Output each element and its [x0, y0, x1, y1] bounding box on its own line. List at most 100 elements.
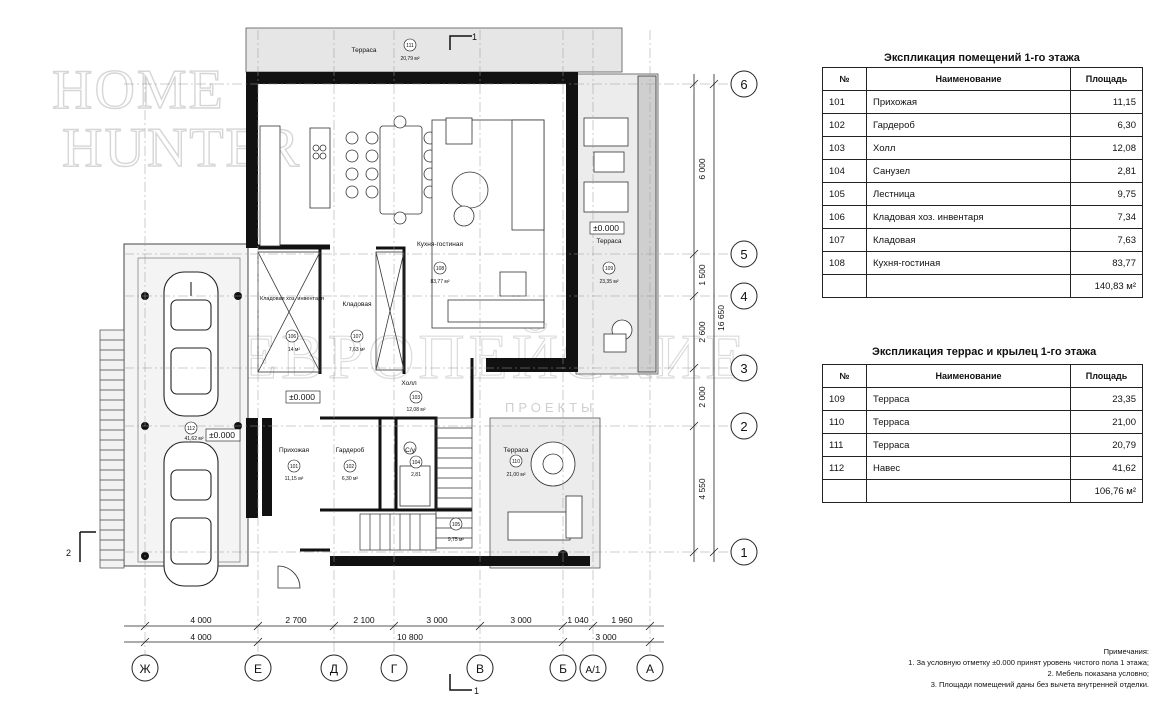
- notes-block: Примечания: 1. За условную отметку ±0.00…: [908, 646, 1149, 690]
- section-mark-left-label: 2: [66, 548, 71, 558]
- cell-name: Терраса: [866, 410, 1071, 434]
- right-dimension-texts: 6 000 1 500 2 600 2 000 4 550 16 650: [697, 158, 726, 500]
- table1-total: 140,83 м²: [1070, 274, 1143, 298]
- axis-1-marker: [730, 538, 758, 566]
- header-name: Наименование: [866, 67, 1071, 91]
- axis-label-g: Г: [391, 662, 398, 676]
- room-109-id: 109: [605, 266, 614, 272]
- cell-num: 104: [822, 159, 867, 183]
- cell-name: Санузел: [866, 159, 1071, 183]
- room-110-id: 110: [512, 459, 520, 465]
- cell-name: Гардероб: [866, 113, 1071, 137]
- bottom-axis-labels: Ж Е Д Г В Б А/1 А: [139, 662, 654, 676]
- cell-area: 41,62: [1070, 456, 1143, 480]
- cell-num: 110: [822, 410, 867, 434]
- level-mark-carport: ±0.000: [209, 430, 235, 440]
- cell-area: 7,63: [1070, 228, 1143, 252]
- dim-bottom-row2-1: 4 000: [190, 632, 212, 642]
- axis-label-zh: Ж: [139, 662, 150, 676]
- axis-4-marker: [730, 282, 758, 310]
- cell-name: Холл: [866, 136, 1071, 160]
- dim-right-3: 2 600: [697, 321, 707, 343]
- cell-area: 20,79: [1070, 433, 1143, 457]
- room-102-name: Гардероб: [336, 446, 365, 454]
- axis-label-1: 1: [740, 545, 747, 560]
- axis-3-marker: [730, 354, 758, 382]
- section-mark-top-label: 1: [472, 32, 477, 42]
- header-name: Наименование: [866, 364, 1071, 388]
- terrace-109-planter: [637, 75, 657, 373]
- header-area: Площадь: [1070, 364, 1143, 388]
- room-105-id: 105: [452, 522, 461, 528]
- note-item: 1. За условную отметку ±0.000 принят уро…: [908, 658, 1149, 667]
- cell-num: 103: [822, 136, 867, 160]
- axis-label-a: А: [646, 662, 654, 676]
- exterior-walls: [246, 72, 590, 566]
- right-axis-markers: [730, 70, 758, 566]
- room-111-name: Терраса: [352, 47, 377, 54]
- dim-bottom-row2-3: 3 000: [595, 632, 617, 642]
- cell-num: 106: [822, 205, 867, 229]
- cell-name: Лестница: [866, 182, 1071, 206]
- dim-right-1: 6 000: [697, 158, 707, 180]
- dim-bottom-7: 1 960: [611, 615, 633, 625]
- bottom-axis-markers: [131, 654, 664, 682]
- bottom-dimension-texts: 4 000 2 700 2 100 3 000 3 000 1 040 1 96…: [190, 615, 633, 642]
- cell-area: 11,15: [1070, 90, 1143, 114]
- room-111-id: 111: [406, 43, 414, 49]
- table2-total: 106,76 м²: [1070, 479, 1143, 503]
- dim-bottom-2: 2 700: [285, 615, 307, 625]
- cell-name: Терраса: [866, 387, 1071, 411]
- cell-area: 83,77: [1070, 251, 1143, 275]
- cell-num: 108: [822, 251, 867, 275]
- dim-bottom-6: 1 040: [567, 615, 589, 625]
- closet-crosses: [257, 251, 405, 373]
- terrace-111: [245, 27, 623, 73]
- room-108-id: 108: [436, 266, 445, 272]
- room-101-area: 11,15 м²: [285, 476, 304, 482]
- room-103-id: 103: [412, 395, 421, 401]
- dim-bottom-4: 3 000: [426, 615, 448, 625]
- level-mark-terrace: ±0.000: [593, 223, 619, 233]
- table-total-row: 106,76 м²: [822, 479, 1143, 503]
- cell-num: 109: [822, 387, 867, 411]
- terrace-110: [489, 417, 601, 569]
- room-101-name: Прихожая: [279, 447, 310, 454]
- table-header-row: № Наименование Площадь: [822, 364, 1143, 388]
- watermark-center: ЕВРОПЕЙСКИЕ: [238, 321, 749, 392]
- bathroom-fixtures: [399, 441, 431, 507]
- room-106-id: 106: [288, 334, 297, 340]
- axis-label-e: Е: [254, 662, 262, 676]
- axis-label-5: 5: [740, 247, 747, 262]
- table-total-row: 140,83 м²: [822, 274, 1143, 298]
- interior-stair: [359, 417, 473, 551]
- cell-num: 111: [822, 433, 867, 457]
- room-106-name: Кладовая хоз. инвентаря: [260, 296, 324, 302]
- room-107-area: 7,63 м²: [349, 347, 366, 353]
- room-107-name: Кладовая: [342, 301, 372, 308]
- axis-label-4: 4: [740, 289, 747, 304]
- dim-right-5: 4 550: [697, 478, 707, 500]
- dim-right-2: 1 500: [697, 264, 707, 286]
- cell-num: 112: [822, 456, 867, 480]
- axis-label-v: В: [476, 662, 484, 676]
- cell-area: 2,81: [1070, 159, 1143, 183]
- cell-num: 102: [822, 113, 867, 137]
- room-104-id: 104: [412, 460, 421, 466]
- table-header-row: № Наименование Площадь: [822, 67, 1143, 91]
- axis-6-marker: [730, 70, 758, 98]
- cell-name: Кладовая хоз. инвентаря: [866, 205, 1071, 229]
- car-bottom: [163, 441, 219, 587]
- section-mark-top: [449, 35, 472, 50]
